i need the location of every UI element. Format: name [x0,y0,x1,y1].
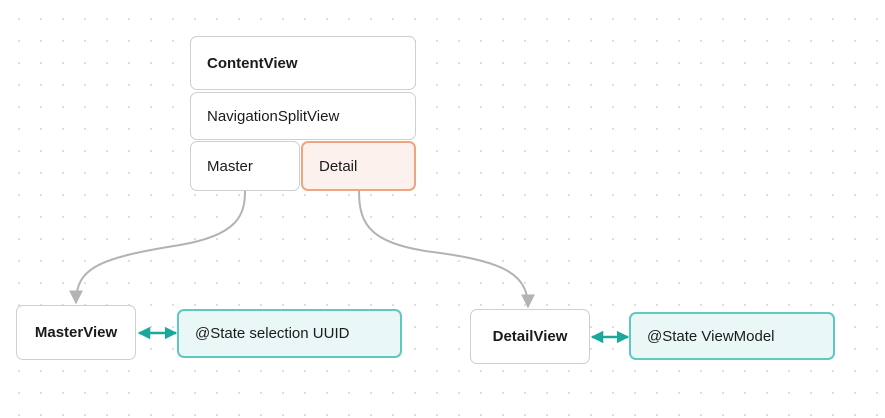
navigation-split-view-label: NavigationSplitView [207,107,340,125]
edge-detail-to-detailview [358,190,535,309]
detail-tab-label: Detail [319,157,358,175]
edge-master-to-masterview [69,190,246,305]
master-view-label: MasterView [34,324,118,341]
detail-state-node[interactable]: @State ViewModel [629,312,835,360]
master-state-label: @State selection UUID [195,325,350,342]
master-view-node[interactable]: MasterView [16,305,136,360]
content-view-label: ContentView [207,54,298,72]
detail-tab-node[interactable]: Detail [301,141,416,191]
detail-state-label: @State ViewModel [647,327,775,345]
content-view-node[interactable]: ContentView [190,36,416,90]
master-state-node[interactable]: @State selection UUID [177,309,402,358]
navigation-split-view-node[interactable]: NavigationSplitView [190,92,416,140]
master-tab-node[interactable]: Master [190,141,300,191]
detail-view-label: DetailView [492,328,568,345]
detail-view-node[interactable]: DetailView [470,309,590,364]
master-tab-label: Master [207,157,253,175]
